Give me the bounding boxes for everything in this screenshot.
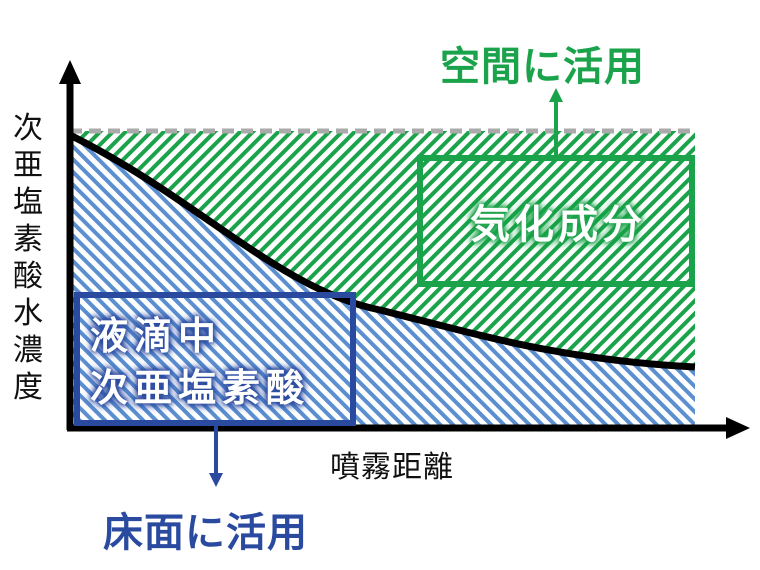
x-axis-label: 噴霧距離: [330, 450, 454, 485]
liquid-label-line2: 次亜塩素酸: [90, 366, 311, 410]
concentration-curve: [68, 131, 696, 371]
up-arrow-icon: [549, 88, 563, 102]
y-axis-arrow-icon: [59, 60, 81, 84]
gas-region-label: 気化成分: [470, 202, 646, 248]
liquid-region-label: 液滴中 次亜塩素酸: [90, 310, 310, 414]
diagram-graphics: [59, 60, 750, 487]
y-axis-label: 次亜塩素酸水濃度: [13, 111, 43, 405]
liquid-region: [70, 135, 695, 427]
liquid-label-line1: 液滴中: [90, 314, 223, 358]
x-axis-arrow-icon: [726, 417, 750, 439]
down-arrow-icon: [209, 473, 223, 487]
gas-use-label: 空間に活用: [440, 44, 645, 90]
liquid-use-label: 床面に活用: [103, 510, 308, 556]
